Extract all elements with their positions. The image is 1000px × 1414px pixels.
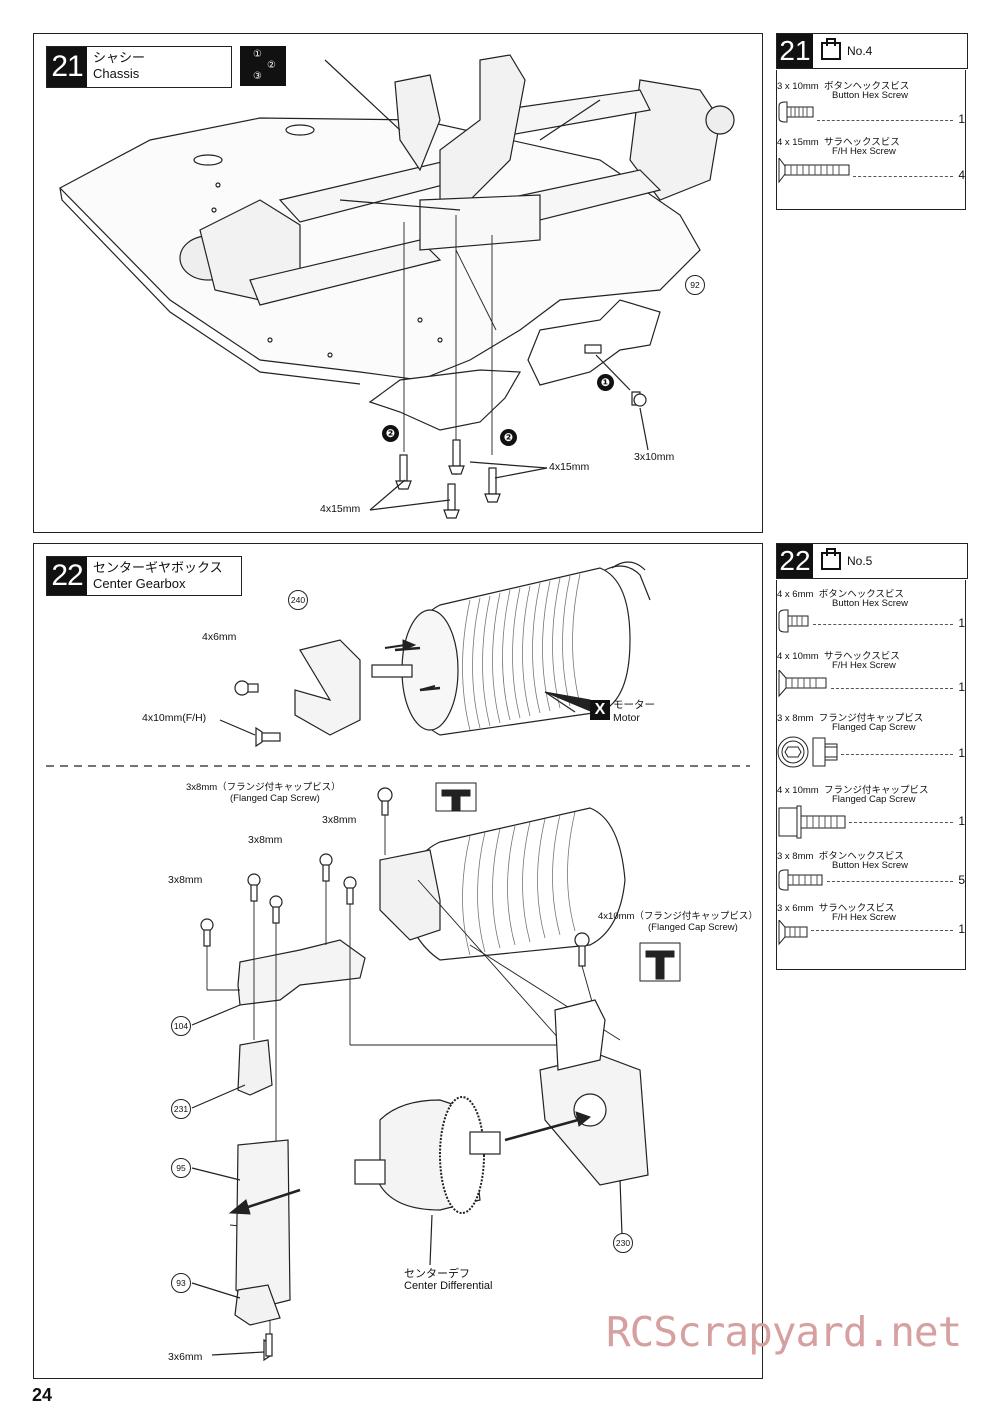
screw-3x10-label: 3x10mm [634,451,675,463]
step22-header: 22 センターギヤボックス Center Gearbox [46,556,242,596]
part-95-callout: 95 [171,1158,191,1178]
screw-3x8-a-label: 3x8mm [322,814,357,826]
step22-title-en: Center Gearbox [93,576,186,591]
flanged-cap-screw-icon [778,805,846,839]
parts-list-item: 4 x 10mm サラヘックスビス F/H Hex Screw 1 [777,648,967,708]
flanged-4x10-label-en: (Flanged Cap Screw) [648,922,738,933]
screw-4x15-right-label: 4x15mm [549,461,590,473]
flanged-4x10-label-jp: 4x10mm（フランジ付キャップビス） [598,911,758,922]
button-hex-screw-icon [778,609,809,633]
parts-list-item: 3 x 6mm サラヘックスビス F/H Hex Screw 1 [777,900,967,960]
motor-label-jp: モーター [613,699,655,711]
screw-3x6-label: 3x6mm [168,1351,203,1363]
motor-x-badge: X [590,700,610,720]
assembly-order-icon: ① ② ③ [240,46,286,86]
flat-head-hex-screw-icon [778,158,850,184]
parts-list-item: 4 x 10mm フランジ付キャップビス Flanged Cap Screw 1 [777,782,967,842]
step21-bag-header: 21 No.4 [776,33,968,69]
step22-number: 22 [47,557,87,595]
parts-list-item: 4 x 6mm ボタンヘックスビス Button Hex Screw 1 [777,586,967,646]
flat-head-hex-screw-icon [778,670,827,698]
step22-bag-label: No.5 [847,554,873,568]
parts-list-item: 3 x 8mm フランジ付キャップビス Flanged Cap Screw 1 [777,710,967,770]
order-2a-badge: ❷ [382,425,399,442]
screw-3x8-c-label: 3x8mm [168,874,203,886]
step21-bag-label: No.4 [847,44,873,58]
part-92-callout: 92 [685,275,705,295]
part-93-callout: 93 [171,1273,191,1293]
step21-parts-list: 3 x 10mm ボタンヘックスビス Button Hex Screw 1 4 … [776,70,966,210]
step21-title-en: Chassis [93,66,140,81]
step21-number: 21 [47,47,87,87]
center-diff-label-jp: センターデフ [404,1268,470,1280]
center-diff-label-en: Center Differential [404,1280,493,1292]
motor-label-en: Motor [613,712,640,724]
flat-head-hex-screw-icon [778,920,808,946]
parts-list-item: 3 x 8mm ボタンヘックスビス Button Hex Screw 5 [777,848,967,908]
step22-title-jp: センターギヤボックス [93,560,223,575]
screw-4x10fh-label: 4x10mm(F/H) [142,712,207,724]
step22-parts-list: 4 x 6mm ボタンヘックスビス Button Hex Screw 1 4 x… [776,580,966,970]
part-230-callout: 230 [613,1233,633,1253]
page-number: 24 [32,1385,53,1405]
screw-4x15-left-label: 4x15mm [320,503,361,515]
step21-title-jp: シャシー [93,50,146,65]
screw-3x8-b-label: 3x8mm [248,834,283,846]
step22-panel [33,543,763,1379]
parts-list-item: 3 x 10mm ボタンヘックスビス Button Hex Screw 1 [777,78,967,138]
step21-bag-number: 21 [777,34,813,68]
screw-4x6-label: 4x6mm [202,631,237,643]
part-231-callout: 231 [171,1099,191,1119]
order-1-badge: ❶ [597,374,614,391]
step21-header: 21 シャシー Chassis [46,46,232,88]
button-hex-screw-icon [778,101,814,123]
button-hex-screw-icon [778,869,823,891]
parts-bag-icon [821,548,841,570]
flanged-3x8-label-jp: 3x8mm（フランジ付キャップビス） [186,782,341,793]
flanged-3x8-label-en: (Flanged Cap Screw) [230,793,320,804]
flanged-cap-screw-icon [777,736,838,768]
part-104-callout: 104 [171,1016,191,1036]
watermark: RCScrapyard.net [606,1308,962,1356]
step22-bag-number: 22 [777,544,813,578]
parts-bag-icon [821,38,841,60]
step22-bag-header: 22 No.5 [776,543,968,579]
parts-list-item: 4 x 15mm サラヘックスビス F/H Hex Screw 4 [777,134,967,194]
order-2b-badge: ❷ [500,429,517,446]
part-240-callout: 240 [288,590,308,610]
